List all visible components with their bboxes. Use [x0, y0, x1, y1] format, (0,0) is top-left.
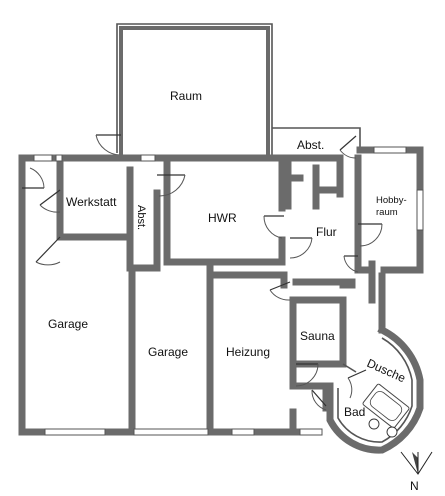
room-label-bad: Bad — [344, 405, 365, 419]
room-label-garage-left: Garage — [48, 317, 88, 331]
raum-walls — [95, 23, 273, 159]
north-arrow-icon: N — [400, 451, 433, 493]
room-label-raum: Raum — [170, 89, 202, 103]
room-label-hwr: HWR — [208, 211, 237, 225]
room-label-hobby-line2: raum — [376, 207, 398, 218]
room-label-garage-mid: Garage — [148, 345, 188, 359]
windows — [33, 146, 424, 436]
room-label-dusche: Dusche — [365, 356, 408, 385]
main-walls — [18, 146, 424, 436]
room-label-abst-top: Abst. — [297, 138, 324, 152]
compass-north-label: N — [410, 479, 419, 493]
room-label-abst-side: Abst. — [135, 205, 147, 230]
room-label-hobby-line1: Hobby- — [376, 195, 407, 206]
room-label-werkstatt: Werkstatt — [66, 195, 117, 209]
room-label-flur: Flur — [316, 225, 337, 239]
bad-rounded-walls — [326, 325, 424, 454]
doors — [22, 135, 383, 411]
room-label-heizung: Heizung — [226, 345, 270, 359]
room-label-sauna: Sauna — [300, 329, 335, 343]
